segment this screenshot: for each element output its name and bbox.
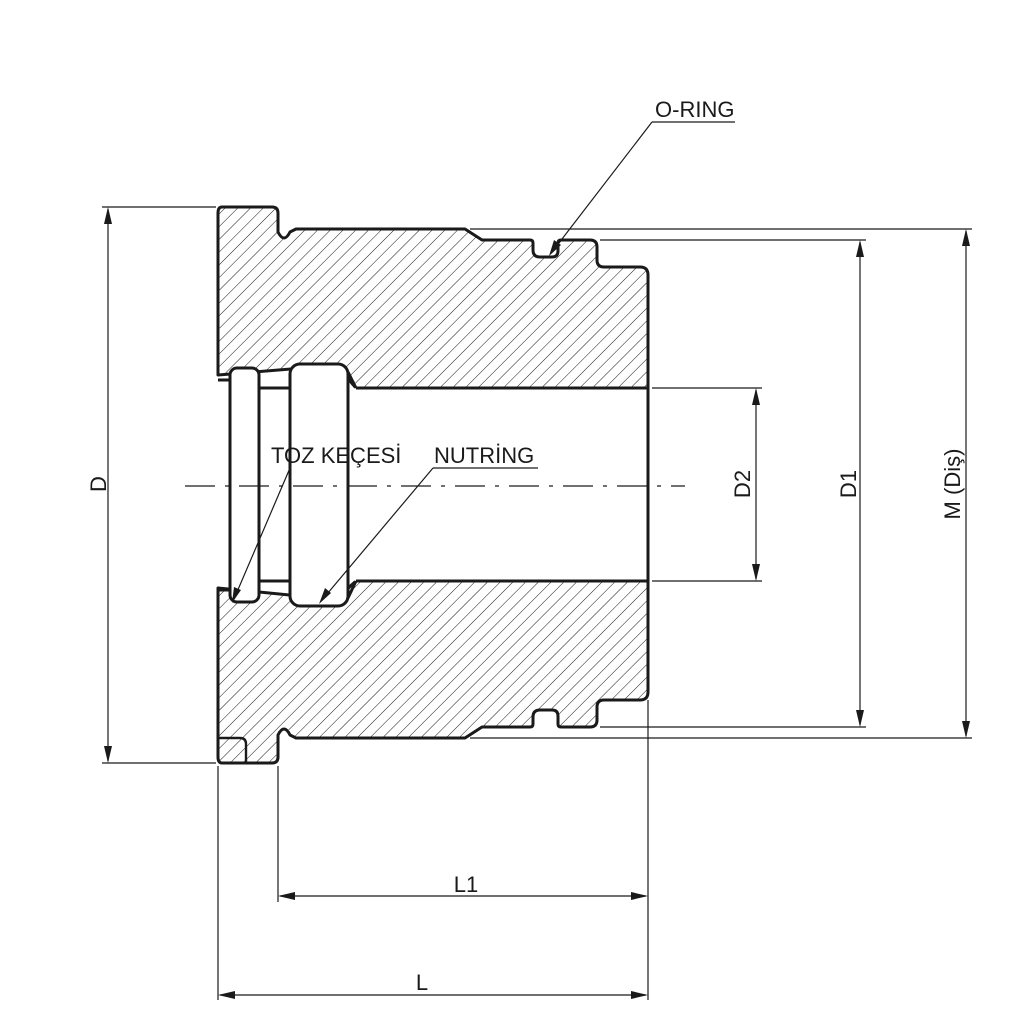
nut-ring-chamfer: [346, 580, 358, 599]
dim-label-d: D: [86, 476, 111, 492]
lower-section: [216, 579, 650, 765]
arrowhead: [631, 892, 648, 900]
arrowhead: [856, 240, 864, 257]
dust-seal-leader: [233, 467, 291, 600]
dim-label-l1: L1: [454, 872, 478, 897]
arrowhead: [232, 587, 241, 603]
arrowhead: [631, 991, 648, 999]
label-oring: O-RING: [655, 97, 734, 122]
dim-label-m: M (Diş): [940, 449, 965, 520]
oring-leader: [551, 121, 653, 253]
dim-label-d2: D2: [730, 470, 755, 498]
arrowhead: [104, 746, 112, 763]
arrowhead: [278, 892, 295, 900]
arrowhead: [104, 207, 112, 224]
arrowhead: [856, 710, 864, 727]
nut-ring-chamfer: [346, 371, 358, 389]
dust-seal-ring: [228, 366, 261, 604]
dim-label-d1: D1: [836, 470, 861, 498]
nut-ring: [288, 362, 350, 608]
arrowhead: [319, 588, 331, 604]
upper-section: [216, 205, 650, 390]
arrowhead: [962, 229, 970, 246]
nut-ring-leader: [321, 467, 434, 601]
arrowhead: [549, 240, 561, 256]
corner-chamfer: [218, 736, 248, 763]
label-nut-ring: NUTRİNG: [434, 443, 534, 468]
arrowhead: [752, 388, 760, 405]
arrowhead: [752, 564, 760, 581]
label-dust-seal: TOZ KEÇESİ: [271, 443, 401, 468]
arrowhead: [962, 721, 970, 738]
dim-label-l: L: [416, 970, 428, 995]
arrowhead: [218, 991, 235, 999]
